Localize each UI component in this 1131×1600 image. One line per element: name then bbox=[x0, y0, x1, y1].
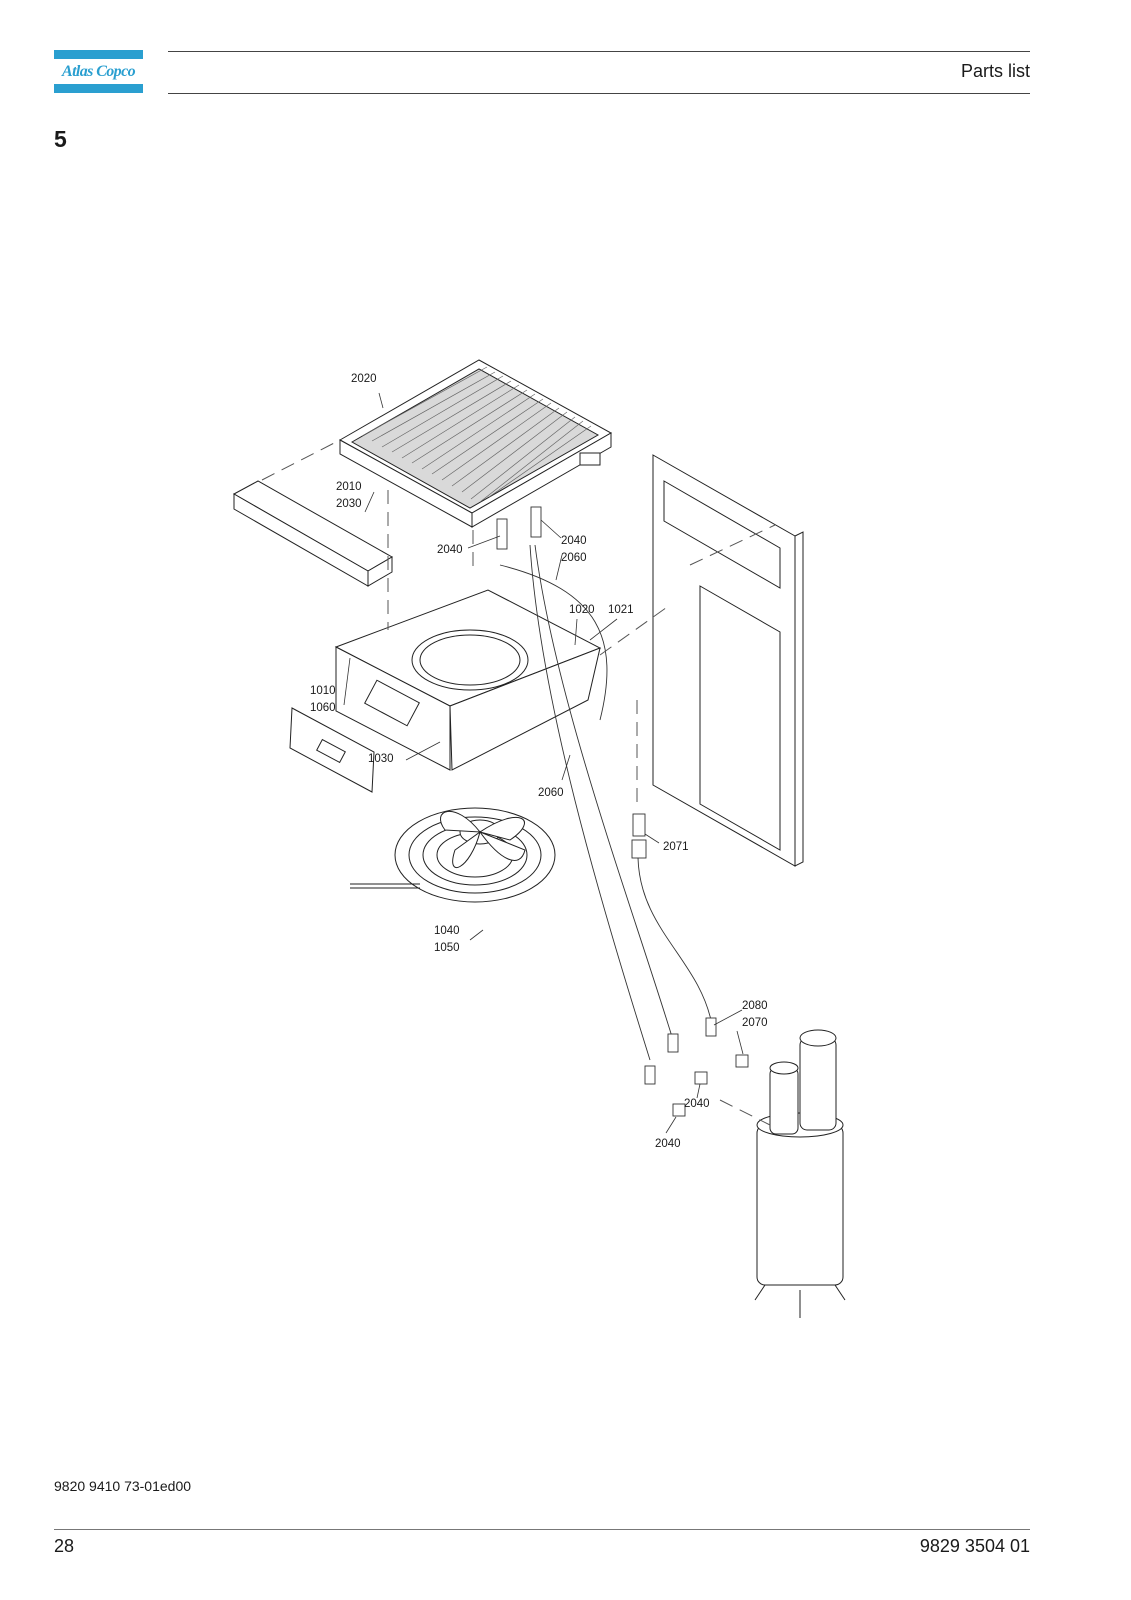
callout-1021: 1021 bbox=[608, 604, 634, 616]
callout-leaders bbox=[343, 392, 744, 1134]
callout-2040-d: 2040 bbox=[655, 1138, 681, 1150]
callout-2070: 2070 bbox=[742, 1017, 768, 1029]
callout-2030: 2030 bbox=[336, 498, 362, 510]
callout-1030: 1030 bbox=[368, 753, 394, 765]
side-panel-drawing bbox=[652, 454, 804, 867]
header-rule-top bbox=[168, 51, 1030, 52]
logo-bar-top bbox=[54, 50, 143, 59]
callout-1020: 1020 bbox=[569, 604, 595, 616]
receiver-tank-drawing bbox=[754, 1029, 846, 1318]
cooler-drawing bbox=[338, 359, 613, 528]
manual-number: 9829 3504 01 bbox=[919, 1536, 1030, 1556]
callout-1040: 1040 bbox=[434, 925, 460, 937]
page-title: Parts list bbox=[960, 61, 1030, 81]
callout-2040-b: 2040 bbox=[561, 535, 587, 547]
callout-2060-a: 2060 bbox=[561, 552, 587, 564]
callout-2010: 2010 bbox=[336, 481, 362, 493]
fan-housing-drawing bbox=[334, 589, 602, 771]
atlas-copco-logo: Atlas Copco bbox=[54, 50, 143, 93]
section-number: 5 bbox=[54, 126, 67, 152]
callout-2020: 2020 bbox=[351, 373, 377, 385]
callout-1010: 1010 bbox=[310, 685, 336, 697]
fan-drawing bbox=[350, 807, 556, 903]
callout-2071: 2071 bbox=[663, 841, 689, 853]
logo-wordmark: Atlas Copco bbox=[62, 63, 136, 80]
callout-1060: 1060 bbox=[310, 702, 336, 714]
logo-bar-bottom bbox=[54, 84, 143, 93]
callout-2040-c: 2040 bbox=[684, 1098, 710, 1110]
foam-strip-drawing bbox=[232, 480, 394, 587]
callout-2080: 2080 bbox=[742, 1000, 768, 1012]
cover-plate-drawing bbox=[289, 707, 375, 793]
footer-rule bbox=[54, 1529, 1030, 1530]
callout-labels: 2020 2010 2030 2040 2040 2060 1020 1021 … bbox=[310, 373, 768, 1150]
callout-2040-a: 2040 bbox=[437, 544, 463, 556]
document-reference: 9820 9410 73-01ed00 bbox=[54, 1478, 192, 1494]
callout-2060-b: 2060 bbox=[538, 787, 564, 799]
assembly-dash-lines bbox=[261, 439, 776, 1126]
callout-1050: 1050 bbox=[434, 942, 460, 954]
page-number: 28 bbox=[54, 1536, 75, 1556]
header-rule-bottom bbox=[168, 93, 1030, 94]
hose-lines-drawing bbox=[496, 506, 749, 1117]
